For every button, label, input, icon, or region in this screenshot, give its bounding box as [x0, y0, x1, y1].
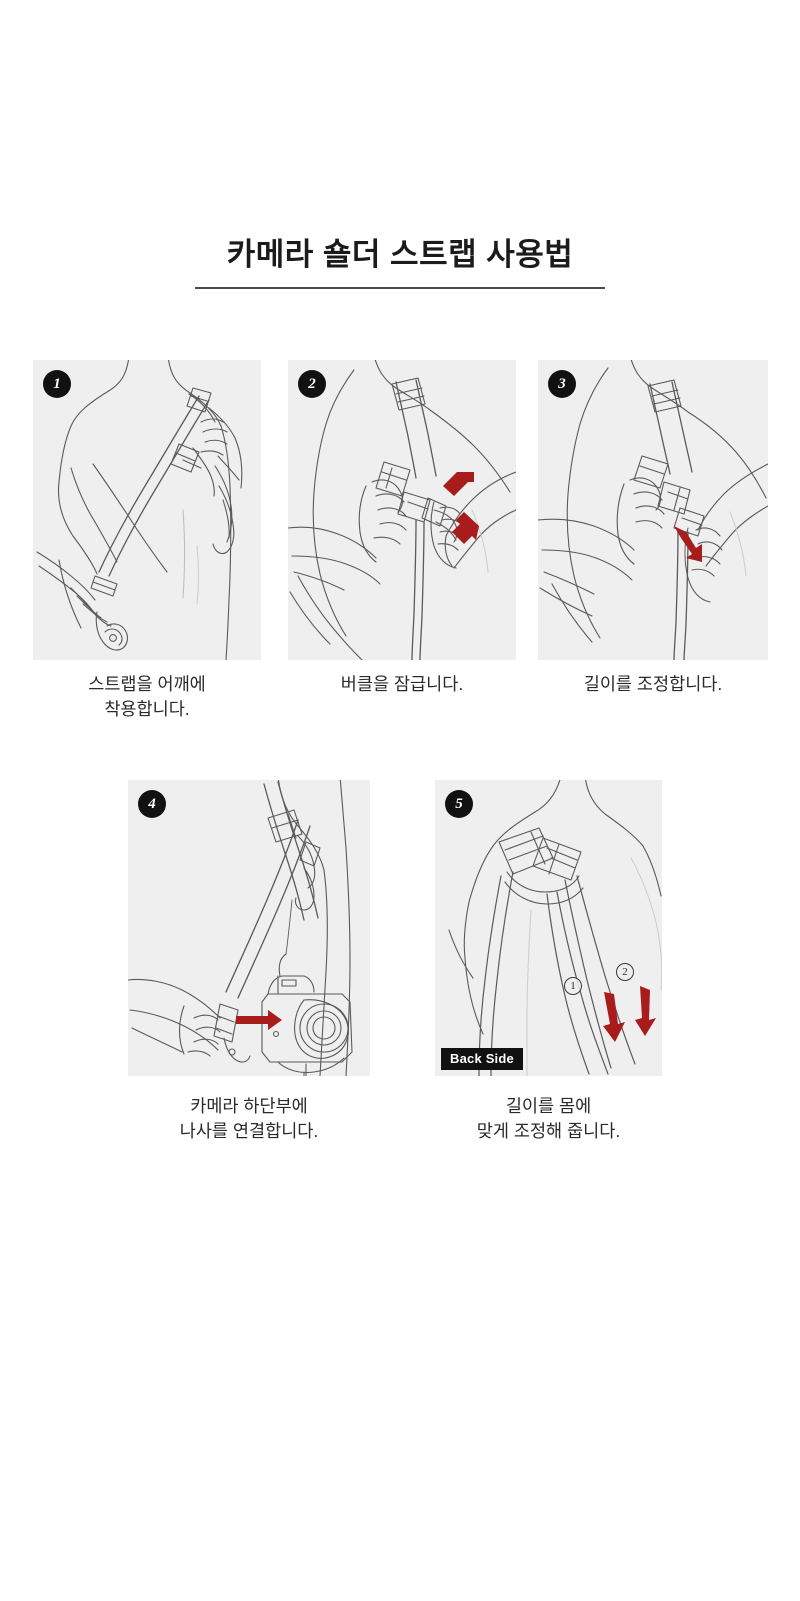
step-badge-3: 3 — [548, 370, 576, 398]
step-panel-4: 4 — [128, 780, 370, 1076]
step-panel-5: 1 2 5 Back Side — [435, 780, 662, 1076]
step-badge-4: 4 — [138, 790, 166, 818]
step-3-illustration — [538, 360, 768, 660]
step-5-illustration — [448, 780, 662, 1076]
page-title: 카메라 숄더 스트랩 사용법 — [226, 237, 574, 272]
step-caption-2: 버클을 잠급니다. — [340, 674, 464, 694]
step-badge-2: 2 — [298, 370, 326, 398]
step-4-illustration — [128, 780, 353, 1076]
step-badge-1: 1 — [43, 370, 71, 398]
step-caption-3: 길이를 조정합니다. — [583, 674, 723, 694]
step-2-illustration — [288, 360, 516, 660]
step-caption-5: 길이를 몸에 맞게 조정해 줍니다. — [476, 1096, 621, 1142]
step-5-marker-1: 1 — [564, 977, 582, 995]
step-caption-1: 스트랩을 어깨에 착용합니다. — [88, 674, 206, 720]
step-5-marker-2: 2 — [616, 963, 634, 981]
step-panel-2: 2 — [288, 360, 516, 660]
step-panel-1: 1 — [33, 360, 261, 660]
step-badge-5: 5 — [445, 790, 473, 818]
title-underline — [195, 287, 605, 290]
step-panel-3: 3 — [538, 360, 768, 660]
step-caption-4: 카메라 하단부에 나사를 연결합니다. — [179, 1096, 319, 1142]
back-side-label: Back Side — [441, 1048, 523, 1070]
page-title-block: 카메라 숄더 스트랩 사용법 — [0, 236, 800, 290]
step-1-illustration — [36, 360, 243, 660]
